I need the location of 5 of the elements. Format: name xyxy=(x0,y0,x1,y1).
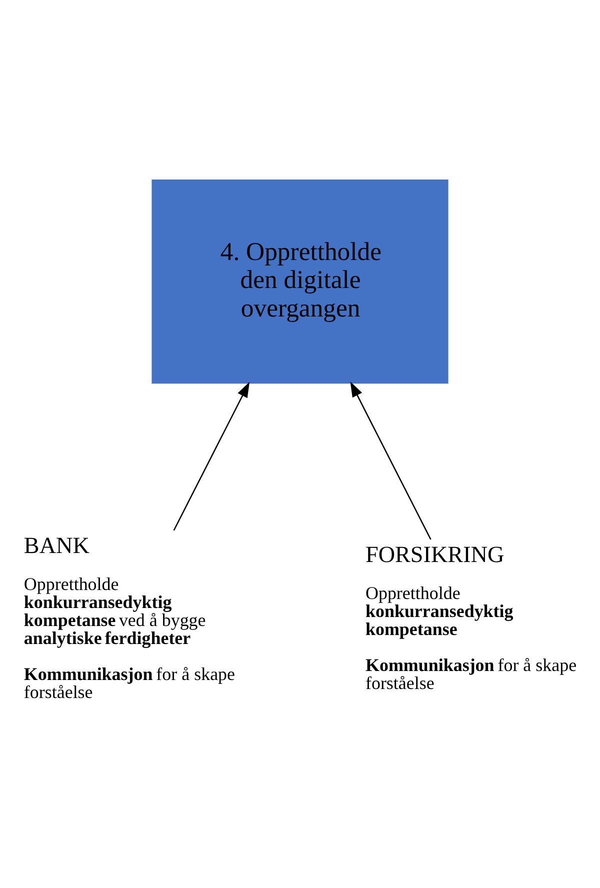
arrow xyxy=(173,382,250,531)
node-text: FORSIKRING Opprettholde konkurransedyktig kompetanse Kommunikasjon for å skape forståelse xyxy=(365,541,577,693)
arrow xyxy=(350,381,432,540)
node-text: BANK Opprettholde konkurransedyktig kompetanse ved å bygge analytiske ferdigheter Kommunikasjon for å skape forståelse xyxy=(24,532,236,702)
node-box: 4. Opprettholde den digitale overgangen xyxy=(152,180,448,384)
